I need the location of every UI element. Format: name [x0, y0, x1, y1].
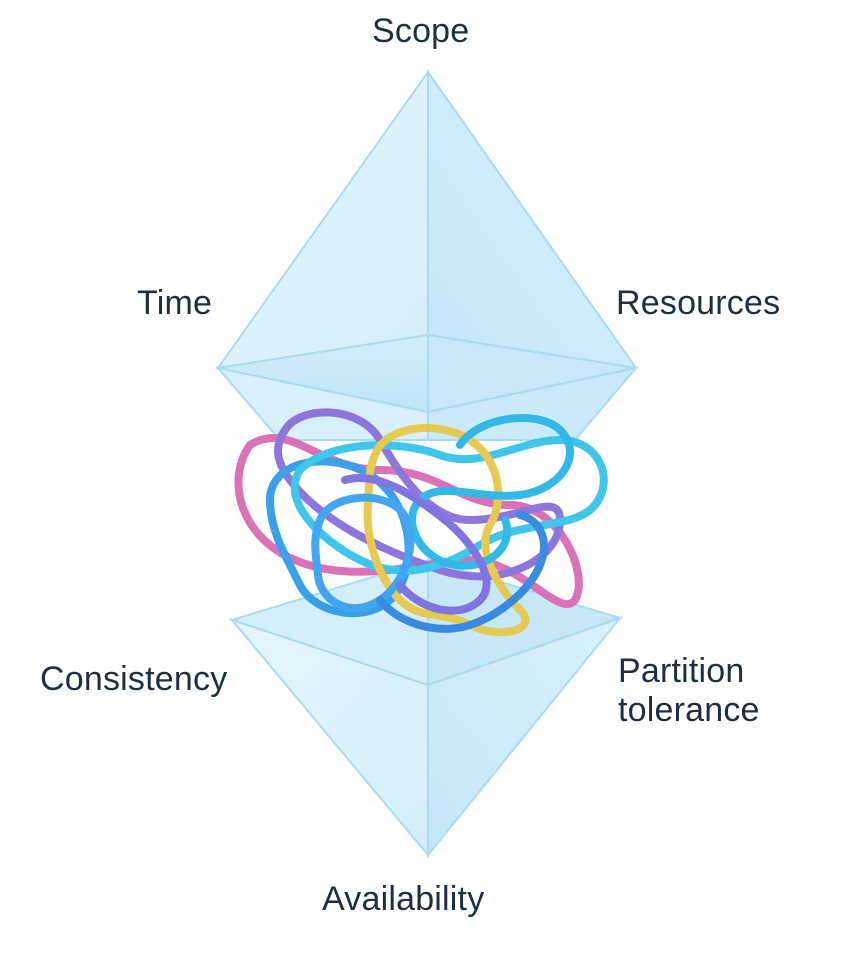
label-partition-line2: tolerance: [618, 691, 760, 730]
lower-pyramid-right-face: [427, 615, 623, 858]
upper-pyramid-lower-right: [427, 366, 639, 441]
label-availability: Availability: [322, 880, 485, 918]
tangled-loops: [234, 408, 608, 637]
lower-pyramid: [228, 558, 624, 858]
loop-blue-3: [376, 511, 548, 633]
loop-cyan-2: [408, 414, 574, 570]
loop-blue-2: [311, 493, 415, 613]
label-partition-line1: Partition: [618, 652, 745, 690]
label-partition-tolerance: Partition tolerance: [618, 652, 760, 730]
upper-pyramid-left-face: [215, 68, 429, 370]
loop-cyan-1: [290, 435, 608, 575]
label-resources: Resources: [616, 284, 781, 322]
label-time: Time: [137, 284, 213, 322]
loop-pink: [234, 434, 583, 609]
upper-pyramid: [215, 68, 639, 441]
upper-pyramid-right-face: [427, 68, 639, 370]
loop-purple-2: [341, 474, 491, 615]
loop-yellow: [363, 424, 530, 637]
label-scope: Scope: [372, 12, 470, 50]
label-consistency: Consistency: [40, 660, 228, 698]
